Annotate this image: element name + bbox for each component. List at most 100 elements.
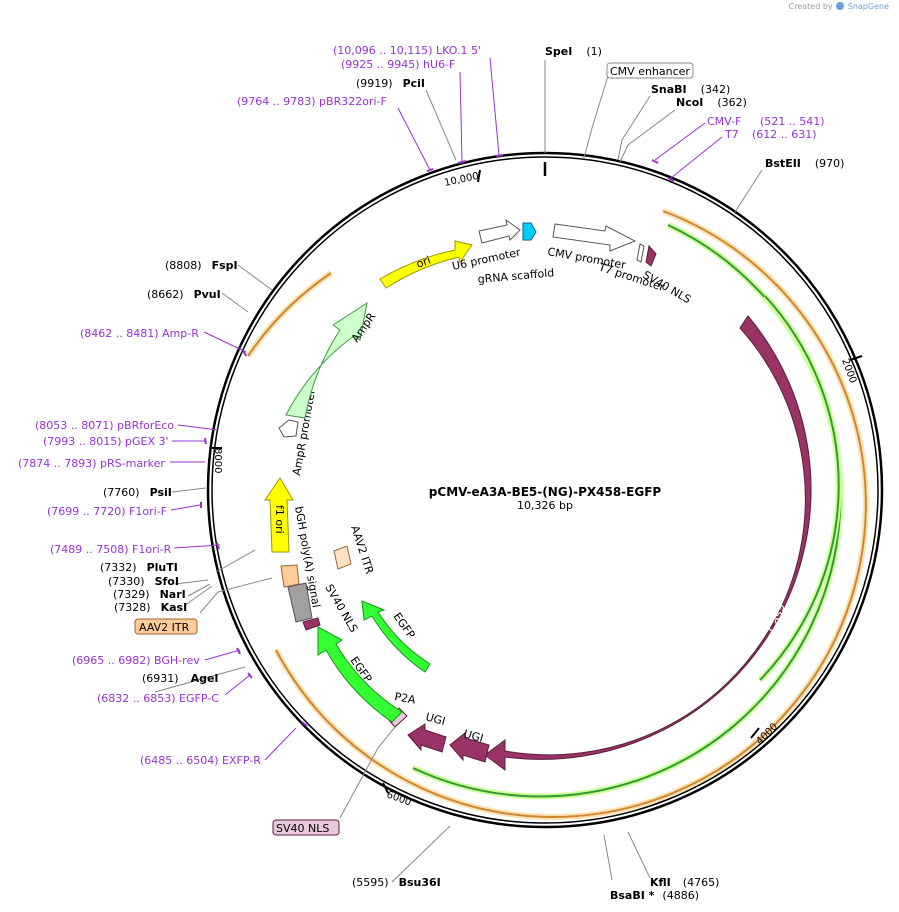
site-name-bsu36i: Bsu36I <box>399 876 441 889</box>
tick-marks <box>212 169 863 794</box>
site-name-bsteii: BstEII <box>765 157 801 170</box>
svg-text:BstEII(970): BstEII (970) <box>765 157 844 170</box>
site-name-ncoi: NcoI <box>676 96 703 109</box>
t7-promoter-marker <box>636 243 645 263</box>
site-pos-psii: (7760) <box>103 486 140 499</box>
svg-text:(8808)FspI: (8808) FspI <box>165 259 238 272</box>
orange-track-right-line <box>275 210 867 818</box>
site-pos-nari: (7329) <box>113 588 150 601</box>
sv40-nls-callout-label: SV40 NLS <box>276 822 329 835</box>
svg-text:(7330)SfoI: (7330)SfoI <box>108 575 179 588</box>
site-name-pvui: PvuI <box>194 288 221 301</box>
primer-pbr322ori-f: (9764 .. 9783) pBR322ori-F <box>237 95 387 108</box>
site-pos-kfli: (4765) <box>683 876 720 889</box>
svg-text:(6931)AgeI: (6931) AgeI <box>142 672 219 685</box>
primer-exfp-r: (6485 .. 6504) EXFP-R <box>140 754 261 767</box>
site-name-snabi: SnaBI <box>651 83 687 96</box>
sv40-nls-inner-label: SV40 NLS <box>322 582 360 635</box>
site-pos-fspi: (8808) <box>165 259 202 272</box>
svg-text:(7760)PsiI: (7760) PsiI <box>103 486 172 499</box>
primer-amp-r: (8462 .. 8481) Amp-R <box>80 327 199 340</box>
primer-prs-marker: (7874 .. 7893) pRS-marker <box>18 457 165 470</box>
primer-f1ori-f: (7699 .. 7720) F1ori-F <box>47 505 167 518</box>
sv40-nls-top-arrow <box>645 244 657 267</box>
ampr-arrow <box>285 301 368 419</box>
ugi-right-label: UGI <box>462 727 485 745</box>
grna-scaffold-label: gRNA scaffold <box>477 266 555 286</box>
site-pos-bsteii: (970) <box>815 157 845 170</box>
f1-ori-arrow <box>264 477 294 553</box>
ugi-left-label: UGI <box>424 710 447 728</box>
egfp-lower-arrow <box>317 626 403 723</box>
primer-markers <box>200 154 675 727</box>
egfp-upper-arrow <box>361 600 431 673</box>
tick-label-8000: 8000 <box>212 448 223 473</box>
svg-text:SpeI(1): SpeI(1) <box>545 45 602 58</box>
svg-text:(7332)PluTI: (7332)PluTI <box>100 561 178 574</box>
primer-leaders <box>170 57 723 761</box>
site-pos-ncoi: (362) <box>717 96 747 109</box>
site-name-psii: PsiI <box>150 486 172 499</box>
svg-text:(7328)KasI: (7328) KasI <box>114 601 187 614</box>
grna-scaffold-arrow <box>522 222 537 241</box>
snapgene-logo-icon <box>836 2 845 10</box>
svg-text:KflI(4765): KflI (4765) <box>650 876 719 889</box>
primer-f1ori-r: (7489 .. 7508) F1ori-R <box>50 543 172 556</box>
f1-ori-label: f1 ori <box>273 505 286 534</box>
svg-text:NcoI(362): NcoI (362) <box>676 96 747 109</box>
ori-arrow <box>379 240 473 289</box>
callout-cmv-enhancer: CMV enhancer <box>606 62 694 79</box>
credit-prefix: Created by <box>788 2 833 11</box>
site-pos-sfoi: (7330) <box>108 575 145 588</box>
primer-lko1: (10,096 .. 10,115) LKO.1 5' <box>333 44 481 57</box>
site-name-kfli: KflI <box>650 876 671 889</box>
orange-track-left-line <box>247 272 332 357</box>
svg-text:(5595)Bsu36I: (5595) Bsu36I <box>352 876 441 889</box>
site-name-spei: SpeI <box>545 45 572 58</box>
tick-label-10000: 10,000 <box>443 171 480 189</box>
ugi-arrow-right <box>449 731 490 763</box>
site-pos-agei: (6931) <box>142 672 179 685</box>
aav2-itr-inner-label: AAV2 ITR <box>348 524 376 576</box>
aav2-itr-callout-label: AAV2 ITR <box>139 621 190 634</box>
site-name-agei: AgeI <box>191 672 219 685</box>
sv40-nls-inner-arrow <box>302 617 321 631</box>
svg-text:SnaBI(342): SnaBI (342) <box>651 83 730 96</box>
cmv-promoter-arrow <box>552 223 637 252</box>
snapgene-credit: Created by SnapGene <box>789 2 889 11</box>
site-pos-kasi: (7328) <box>114 601 151 614</box>
svg-text:BsaBI *(4886): BsaBI *(4886) <box>610 889 699 902</box>
ampr-promoter-arrow <box>278 419 299 438</box>
site-pos-bsu36i: (5595) <box>352 876 389 889</box>
site-name-pcii: PciI <box>403 77 425 90</box>
aav2-itr-block <box>280 564 300 588</box>
tick-label-6000: 6000 <box>385 789 413 808</box>
ugi-arrow-left <box>407 723 447 753</box>
primer-hu6f: (9925 .. 9945) hU6-F <box>341 58 455 71</box>
credit-brand: SnapGene <box>847 2 889 11</box>
svg-text:(7329)NarI: (7329)NarI <box>113 588 186 601</box>
site-name-bsabi: BsaBI * <box>610 889 655 902</box>
site-name-fspi: FspI <box>212 259 238 272</box>
site-pos-pcii: (9919) <box>356 77 393 90</box>
primer-cmvf-pos: (521 .. 541) <box>760 115 825 128</box>
plasmid-length: 10,326 bp <box>517 499 573 512</box>
backbone-inner <box>211 156 879 824</box>
site-leaders <box>154 60 763 883</box>
primer-t7-pos: (612 .. 631) <box>752 128 817 141</box>
cas9-label: Cas9 <box>765 601 788 634</box>
primer-pgex3: (7993 .. 8015) pGEX 3' <box>43 435 169 448</box>
svg-text:(9919)PciI: (9919) PciI <box>356 77 425 90</box>
cmv-enhancer-label: CMV enhancer <box>610 65 690 78</box>
callout-sv40-nls: SV40 NLS <box>272 819 340 836</box>
primer-cmvf-name: CMV-F <box>707 115 741 128</box>
site-name-pluti: PluTI <box>147 561 178 574</box>
ori-label: ori <box>415 254 433 271</box>
aav2-itr-inner-block <box>333 545 352 570</box>
site-labels: SpeI(1) SnaBI (342) NcoI (362) BstEII (970)… <box>100 45 844 902</box>
green-track-inner-line <box>759 295 840 681</box>
callout-aav2-itr: AAV2 ITR <box>134 618 198 635</box>
primer-t7-name: T7 <box>724 128 739 141</box>
site-name-kasi: KasI <box>161 601 188 614</box>
site-pos-snabi: (342) <box>701 83 731 96</box>
